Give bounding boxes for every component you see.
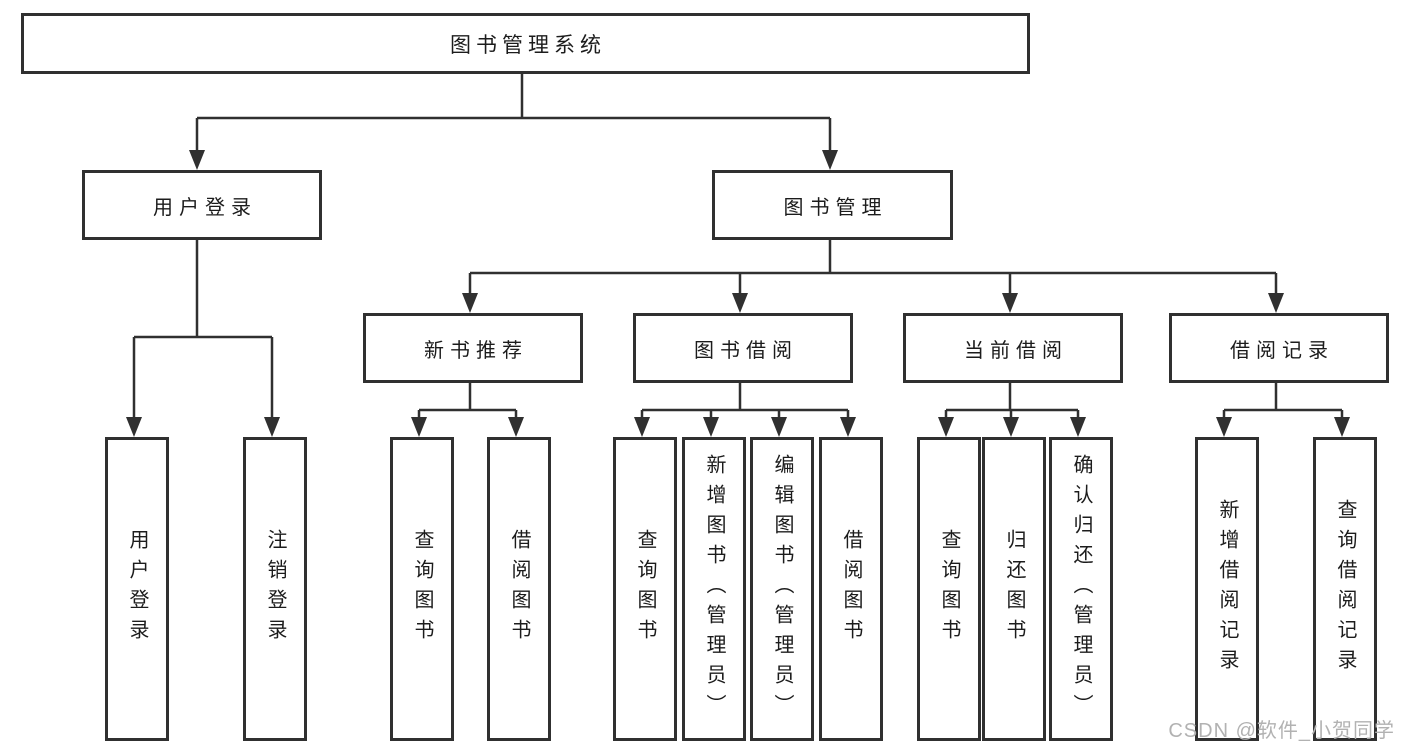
leaf-add-borrow-record: 新增借阅记录 <box>1195 437 1259 741</box>
node-group-current-borrow: 当前借阅 <box>903 313 1123 383</box>
node-group-current-borrow-label: 当前借阅 <box>964 339 1068 362</box>
leaf-recommend-query-books: 查询图书 <box>390 437 454 741</box>
node-user-login-branch: 用户登录 <box>82 170 322 240</box>
leaf-current-query-books-label: 查询图书 <box>938 529 960 649</box>
node-book-management-branch-label: 图书管理 <box>783 196 888 219</box>
leaf-current-query-books: 查询图书 <box>917 437 981 741</box>
node-group-new-book-recommend: 新书推荐 <box>363 313 583 383</box>
leaf-add-book-admin-label: 新增图书（管理员） <box>703 454 725 724</box>
node-group-book-borrow: 图书借阅 <box>633 313 853 383</box>
node-group-borrow-records-label: 借阅记录 <box>1230 339 1334 362</box>
leaf-borrow-query-books: 查询图书 <box>613 437 677 741</box>
leaf-borrow-query-books-label: 查询图书 <box>634 529 656 649</box>
leaf-query-borrow-record-label: 查询借阅记录 <box>1334 499 1356 679</box>
leaf-borrow-borrow-books: 借阅图书 <box>819 437 883 741</box>
leaf-logout: 注销登录 <box>243 437 307 741</box>
leaf-add-borrow-record-label: 新增借阅记录 <box>1216 499 1238 679</box>
leaf-edit-book-admin-label: 编辑图书（管理员） <box>771 454 793 724</box>
leaf-add-book-admin: 新增图书（管理员） <box>682 437 746 741</box>
leaf-user-login: 用户登录 <box>105 437 169 741</box>
leaf-user-login-label: 用户登录 <box>126 529 148 649</box>
leaf-edit-book-admin: 编辑图书（管理员） <box>750 437 814 741</box>
node-user-login-branch-label: 用户登录 <box>153 196 257 219</box>
leaf-return-book: 归还图书 <box>982 437 1046 741</box>
leaf-return-book-label: 归还图书 <box>1003 529 1025 649</box>
leaf-recommend-query-books-label: 查询图书 <box>411 529 433 649</box>
watermark: CSDN @软件_小贺同学 <box>1168 720 1395 742</box>
leaf-query-borrow-record: 查询借阅记录 <box>1313 437 1377 741</box>
node-book-management-branch: 图书管理 <box>712 170 953 240</box>
node-group-borrow-records: 借阅记录 <box>1169 313 1389 383</box>
node-group-new-book-recommend-label: 新书推荐 <box>424 339 528 362</box>
leaf-confirm-return-admin: 确认归还（管理员） <box>1049 437 1113 741</box>
leaf-recommend-borrow-books-label: 借阅图书 <box>508 529 530 649</box>
node-group-book-borrow-label: 图书借阅 <box>694 339 798 362</box>
node-root-label: 图书管理系统 <box>450 33 606 57</box>
leaf-confirm-return-admin-label: 确认归还（管理员） <box>1070 454 1092 724</box>
leaf-recommend-borrow-books: 借阅图书 <box>487 437 551 741</box>
leaf-borrow-borrow-books-label: 借阅图书 <box>840 529 862 649</box>
node-root: 图书管理系统 <box>21 13 1030 74</box>
leaf-logout-label: 注销登录 <box>264 529 286 649</box>
